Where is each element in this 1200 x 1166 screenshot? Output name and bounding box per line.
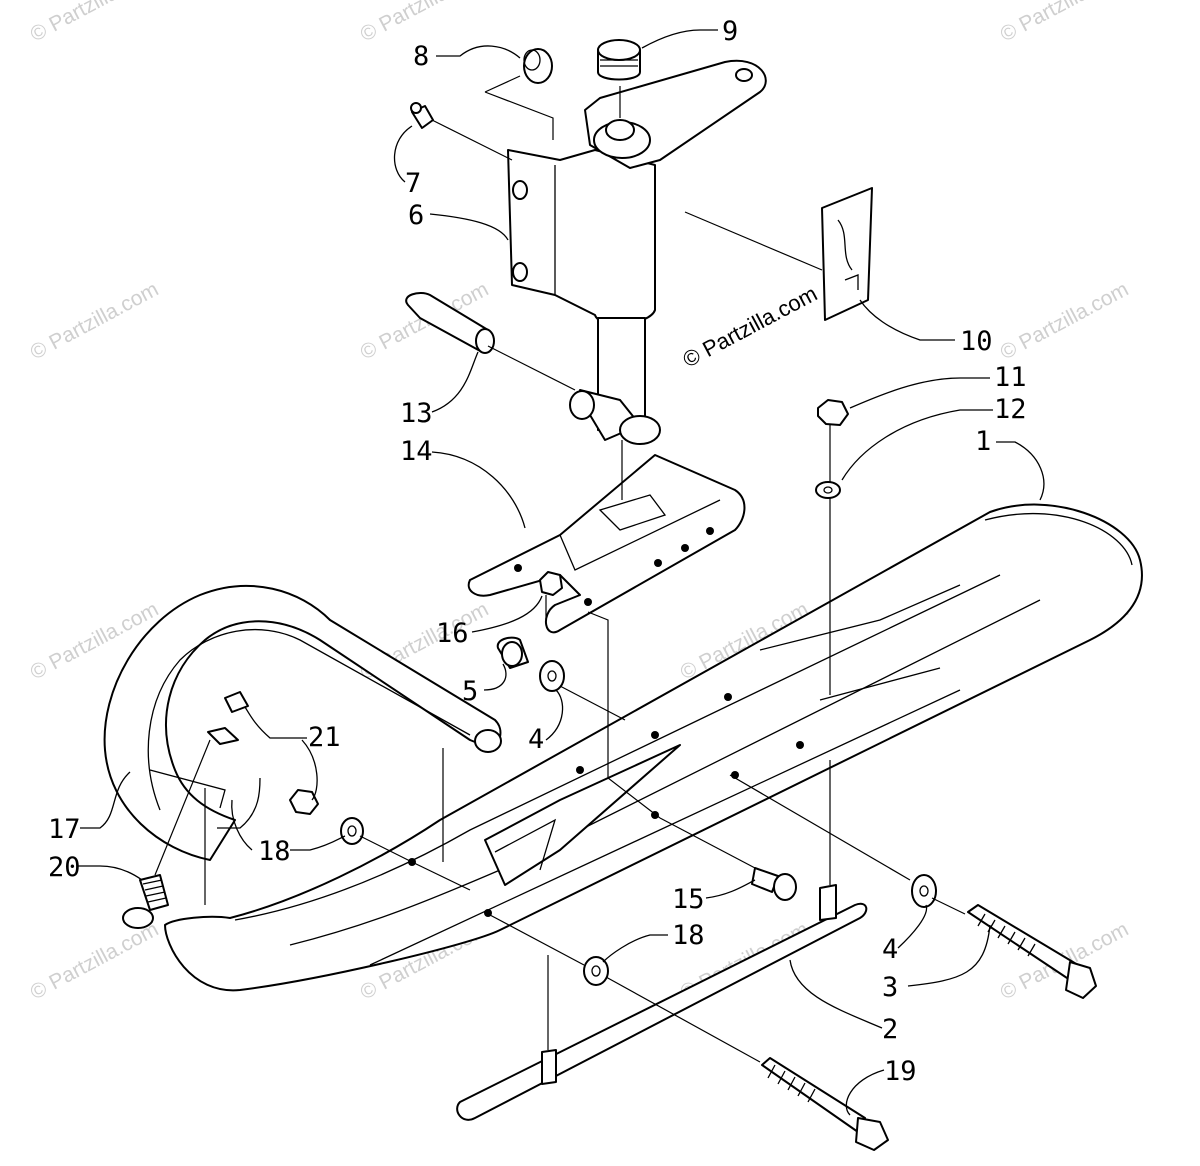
leader-lines bbox=[78, 29, 1045, 1116]
callout-12: 12 bbox=[994, 394, 1027, 425]
watermark: © Partzilla.com bbox=[357, 0, 493, 46]
center-watermark: © Partzilla.com bbox=[679, 281, 822, 373]
flat-washer bbox=[583, 956, 609, 986]
callout-18: 18 bbox=[672, 920, 705, 951]
callout-4: 4 bbox=[882, 934, 898, 965]
grease-fitting bbox=[410, 102, 434, 129]
watermark: © Partzilla.com bbox=[27, 918, 163, 1005]
flat-washer bbox=[340, 817, 364, 845]
callout-2: 2 bbox=[882, 1014, 898, 1045]
insert bbox=[207, 691, 249, 745]
callout-21: 21 bbox=[308, 722, 341, 753]
bolt bbox=[761, 1057, 889, 1151]
callout-8: 8 bbox=[413, 41, 429, 72]
watermark: © Partzilla.com bbox=[997, 278, 1133, 365]
watermark: © Partzilla.com bbox=[27, 0, 163, 46]
watermark: © Partzilla.com bbox=[997, 0, 1133, 46]
screw bbox=[751, 867, 797, 901]
plug bbox=[523, 48, 553, 84]
callout-4: 4 bbox=[528, 724, 544, 755]
ski-body bbox=[164, 503, 1143, 992]
callout-19: 19 bbox=[884, 1056, 917, 1087]
nut bbox=[817, 399, 849, 426]
callout-16: 16 bbox=[436, 618, 469, 649]
flat-washer bbox=[539, 660, 565, 692]
callout-11: 11 bbox=[994, 362, 1027, 393]
callout-17: 17 bbox=[48, 814, 81, 845]
bolt bbox=[967, 904, 1097, 999]
wear-bar bbox=[456, 884, 868, 1121]
nut bbox=[289, 789, 319, 815]
callout-1: 1 bbox=[975, 426, 991, 457]
screw bbox=[122, 874, 169, 929]
callout-18: 18 bbox=[258, 836, 291, 867]
decal bbox=[821, 187, 873, 321]
lock-nut bbox=[539, 571, 563, 596]
cap bbox=[597, 39, 641, 81]
spindle-saddle bbox=[467, 454, 746, 634]
ski-handle-loop bbox=[103, 584, 502, 861]
callout-labels: 8 9 7 6 10 11 12 1 13 14 16 5 4 21 17 18… bbox=[48, 16, 1027, 1087]
flat-washer bbox=[911, 874, 937, 908]
bushing-spacer bbox=[496, 636, 529, 669]
center-lines bbox=[154, 75, 966, 1063]
spindle bbox=[507, 59, 767, 445]
callout-20: 20 bbox=[48, 852, 81, 883]
callout-10: 10 bbox=[960, 326, 993, 357]
washer bbox=[815, 481, 841, 499]
callout-3: 3 bbox=[882, 972, 898, 1003]
callout-6: 6 bbox=[408, 200, 424, 231]
callout-9: 9 bbox=[722, 16, 738, 47]
callout-13: 13 bbox=[400, 398, 433, 429]
callout-5: 5 bbox=[462, 676, 478, 707]
callout-7: 7 bbox=[405, 168, 421, 199]
watermark: © Partzilla.com bbox=[27, 278, 163, 365]
callout-15: 15 bbox=[672, 884, 705, 915]
callout-14: 14 bbox=[400, 436, 433, 467]
